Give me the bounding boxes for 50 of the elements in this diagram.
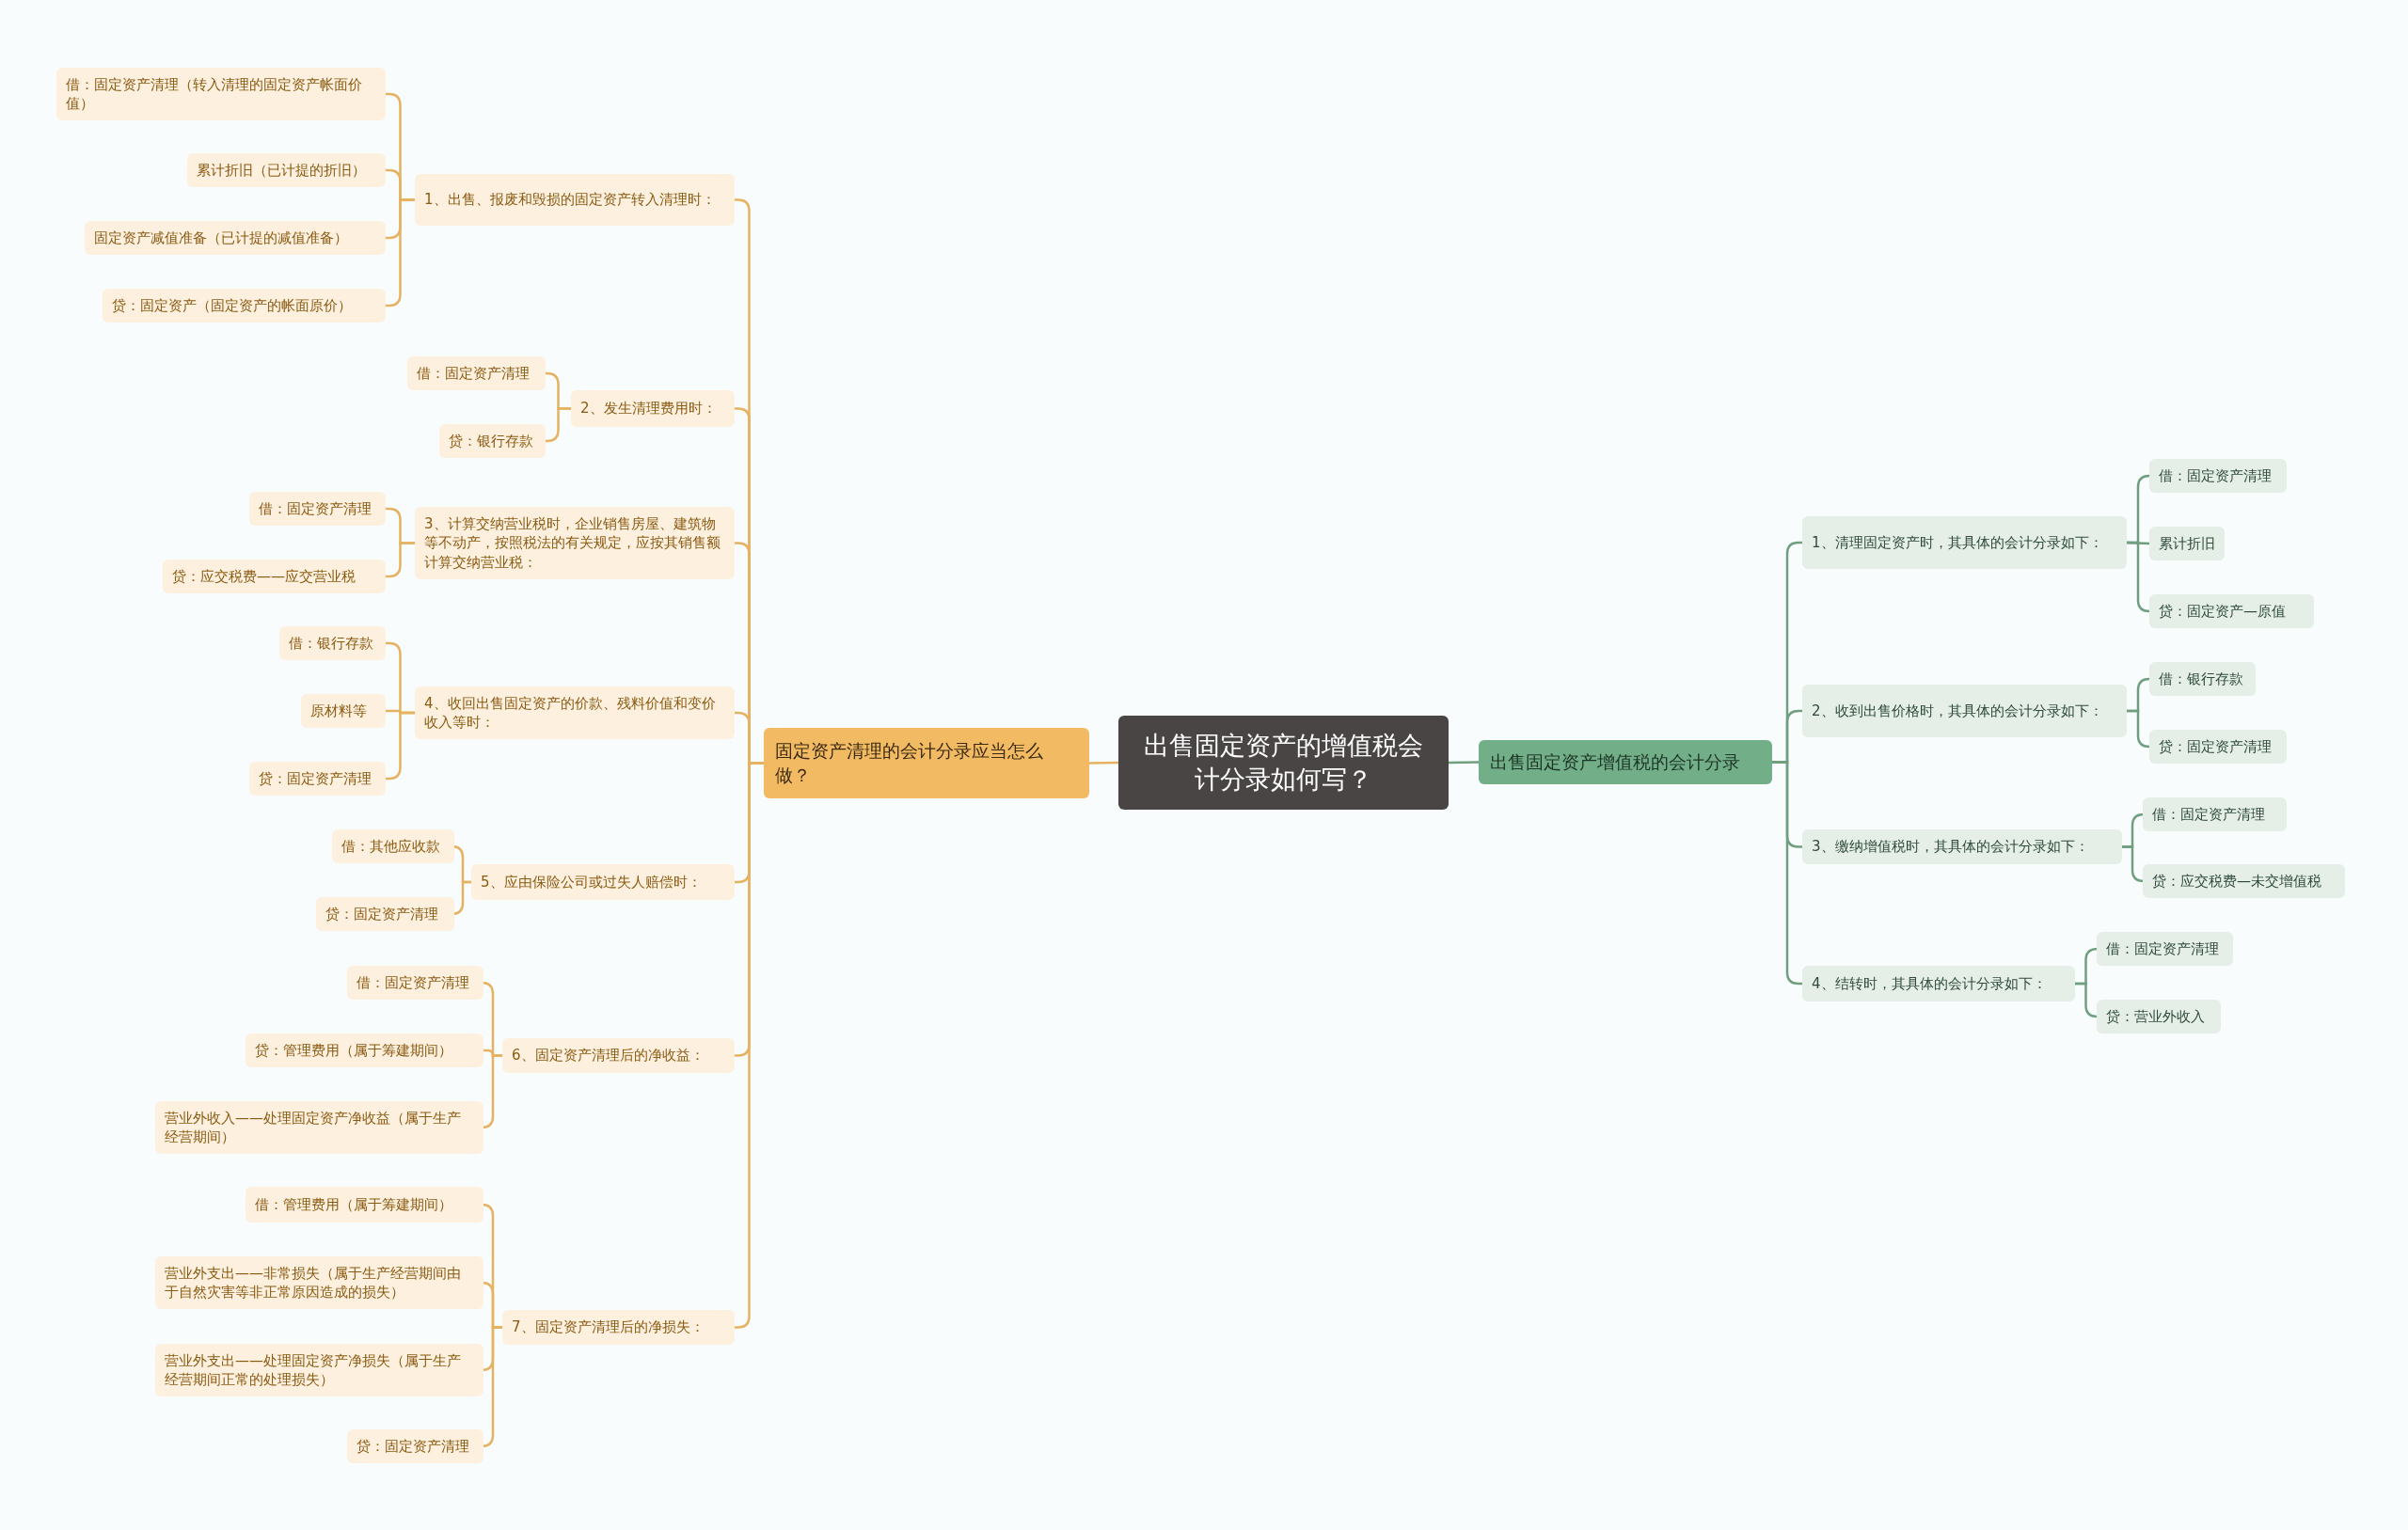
entry-box: 借：固定资产清理 (347, 966, 483, 1000)
entry-box: 借：管理费用（属于筹建期间） (246, 1187, 483, 1222)
entry-box: 借：固定资产清理 (2097, 932, 2233, 966)
subtopic-box: 3、计算交纳营业税时，企业销售房屋、建筑物等不动产，按照税法的有关规定，应按其销售额计算交纳营业税： (415, 507, 735, 579)
subtopic-box: 3、缴纳增值税时，其具体的会计分录如下： (1802, 829, 2122, 864)
subtopic-box: 4、结转时，其具体的会计分录如下： (1802, 966, 2075, 1002)
entry-box: 贷：固定资产清理 (316, 897, 454, 931)
entry-box: 贷：固定资产—原值 (2149, 594, 2314, 628)
entry-box: 营业外支出——处理固定资产净损失（属于生产经营期间正常的处理损失） (155, 1344, 483, 1396)
entry-box: 贷：固定资产（固定资产的帐面原价） (103, 289, 386, 323)
connector-line (386, 542, 415, 578)
entry-box: 借：银行存款 (279, 626, 386, 660)
entry-box: 贷：固定资产清理 (2149, 730, 2287, 764)
entry-box: 贷：应交税费—未交增值税 (2143, 864, 2345, 898)
entry-box: 借：固定资产清理 (249, 492, 386, 526)
connector-line (1448, 761, 1480, 765)
entry-box: 贷：管理费用（属于筹建期间） (246, 1033, 483, 1067)
subtopic-box: 6、固定资产清理后的净收益： (502, 1038, 735, 1073)
subtopic-box: 5、应由保险公司或过失人赔偿时： (471, 864, 735, 900)
subtopic-box: 1、出售、报废和毁损的固定资产转入清理时： (415, 174, 735, 226)
entry-box: 营业外支出——非常损失（属于生产经营期间由于自然灾害等非正常原因造成的损失） (155, 1256, 483, 1309)
subtopic-box: 4、收回出售固定资产的价款、残料价值和变价收入等时： (415, 686, 735, 739)
central-topic: 出售固定资产的增值税会计分录如何写？ (1118, 716, 1449, 810)
main-topic: 固定资产清理的会计分录应当怎么做？ (764, 728, 1089, 798)
entry-box: 借：固定资产清理 (407, 356, 546, 390)
connector-line (1088, 761, 1119, 765)
entry-box: 贷：银行存款 (439, 424, 546, 458)
entry-box: 贷：应交税费——应交营业税 (163, 560, 386, 593)
subtopic-box: 1、清理固定资产时，其具体的会计分录如下： (1802, 516, 2127, 569)
entry-box: 营业外收入——处理固定资产净收益（属于生产经营期间） (155, 1101, 483, 1154)
subtopic-box: 2、发生清理费用时： (571, 390, 735, 427)
entry-box: 固定资产减值准备（已计提的减值准备） (85, 221, 386, 255)
entry-box: 借：银行存款 (2149, 662, 2256, 696)
entry-box: 累计折旧（已计提的折旧） (187, 153, 386, 187)
connector-line (545, 407, 571, 443)
entry-box: 贷：营业外收入 (2097, 1000, 2221, 1033)
entry-box: 借：固定资产清理 (2143, 797, 2287, 831)
connector-line (2127, 709, 2151, 749)
entry-box: 借：其他应收款 (332, 829, 454, 863)
connector-line (2075, 982, 2099, 1018)
subtopic-box: 2、收到出售价格时，其具体的会计分录如下： (1802, 685, 2127, 737)
entry-box: 借：固定资产清理 (2149, 459, 2287, 493)
connector-line (2127, 541, 2151, 613)
entry-box: 原材料等 (301, 694, 386, 728)
entry-box: 累计折旧 (2149, 527, 2225, 560)
main-topic: 出售固定资产增值税的会计分录 (1479, 740, 1772, 784)
subtopic-box: 7、固定资产清理后的净损失： (502, 1310, 735, 1345)
entry-box: 贷：固定资产清理 (347, 1429, 483, 1463)
entry-box: 借：固定资产清理（转入清理的固定资产帐面价值） (56, 68, 386, 120)
entry-box: 贷：固定资产清理 (249, 762, 386, 796)
